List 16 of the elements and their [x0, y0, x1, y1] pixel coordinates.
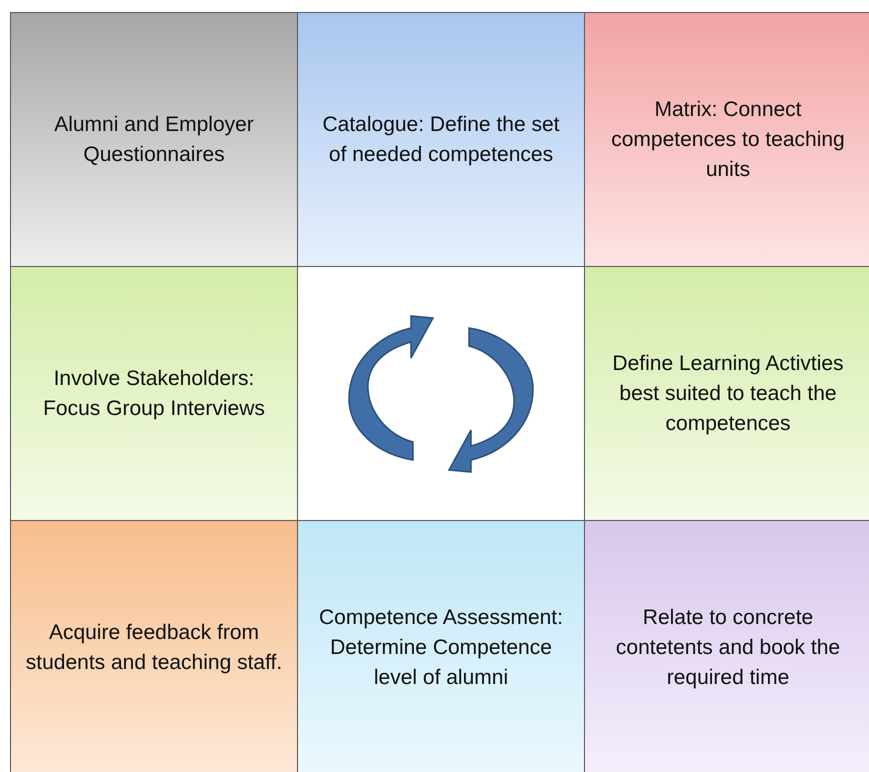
grid-box [10, 12, 298, 267]
box-text: Matrix: Connect competences to teaching units [610, 96, 846, 182]
grid-box [584, 266, 869, 521]
box-text: Acquire feedback from students and teaching staff. [24, 620, 284, 676]
grid-box [297, 12, 585, 267]
box-text: Relate to concrete contetents and book the required time [614, 604, 842, 690]
box-text: Catalogue: Define the set of needed competences [322, 112, 560, 168]
box-text: Alumni and Employer Questionnaires [53, 112, 255, 168]
box-text: Competence Assessment: Determine Competence level of alumni [318, 604, 564, 690]
grid-box [297, 520, 585, 772]
box-text: Define Learning Activties best suited to teach the competences [611, 350, 845, 436]
grid-box [584, 12, 869, 267]
grid-box [584, 520, 869, 772]
grid-box [10, 520, 298, 772]
box-text: Involve Stakeholders: Focus Group Interviews [42, 366, 266, 422]
grid-box [10, 266, 298, 521]
